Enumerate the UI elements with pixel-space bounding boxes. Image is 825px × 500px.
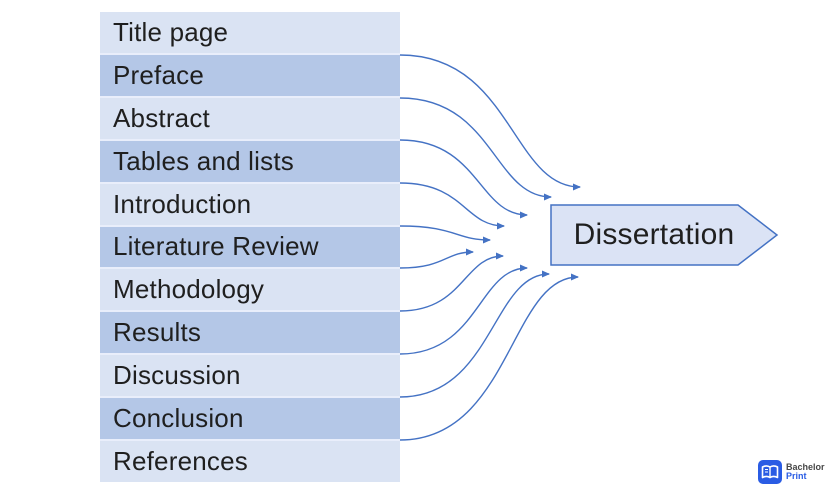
table-row: Methodology [100, 267, 400, 311]
flow-arrow [399, 264, 528, 355]
dissertation-shape [550, 204, 779, 266]
row-label: Literature Review [113, 231, 319, 262]
logo-brand-line1: Bachelor [786, 461, 825, 472]
table-row: Results [100, 310, 400, 354]
table-row: Introduction [100, 181, 400, 225]
flow-arrow [399, 248, 474, 269]
table-row: Tables and lists [100, 138, 400, 182]
row-label: Tables and lists [113, 145, 294, 176]
table-row: Title page [100, 12, 400, 53]
open-book-icon [758, 460, 782, 484]
table-row: References [100, 439, 400, 482]
row-label: Conclusion [113, 403, 244, 434]
row-label: Discussion [113, 360, 241, 391]
table-row: Conclusion [100, 396, 400, 440]
flow-arrow [399, 97, 552, 201]
flow-arrow [399, 252, 504, 312]
row-label: Abstract [113, 102, 210, 133]
bachelorprint-logo: Bachelor Print [758, 460, 825, 484]
row-label: Title page [113, 16, 229, 47]
row-label: Results [113, 317, 202, 348]
table-row: Discussion [100, 353, 400, 397]
row-label: References [113, 446, 248, 477]
flow-arrow [399, 225, 491, 244]
flow-arrow [399, 182, 505, 230]
flow-arrows [399, 54, 581, 441]
flow-arrow [399, 54, 581, 191]
dissertation-label: Dissertation [573, 218, 735, 251]
flow-arrow [399, 273, 579, 441]
flow-arrow [399, 139, 528, 219]
row-label: Methodology [113, 274, 265, 305]
row-label: Preface [113, 59, 205, 90]
flow-arrow [399, 270, 550, 398]
dissertation-components-table: Title page Preface Abstract Tables and l… [100, 12, 400, 482]
row-label: Introduction [113, 188, 252, 219]
logo-brand-line2: Print [786, 471, 807, 481]
logo-wordmark: Bachelor Print [786, 461, 825, 482]
table-row: Literature Review [100, 224, 400, 268]
table-row: Preface [100, 52, 400, 96]
table-row: Abstract [100, 95, 400, 139]
